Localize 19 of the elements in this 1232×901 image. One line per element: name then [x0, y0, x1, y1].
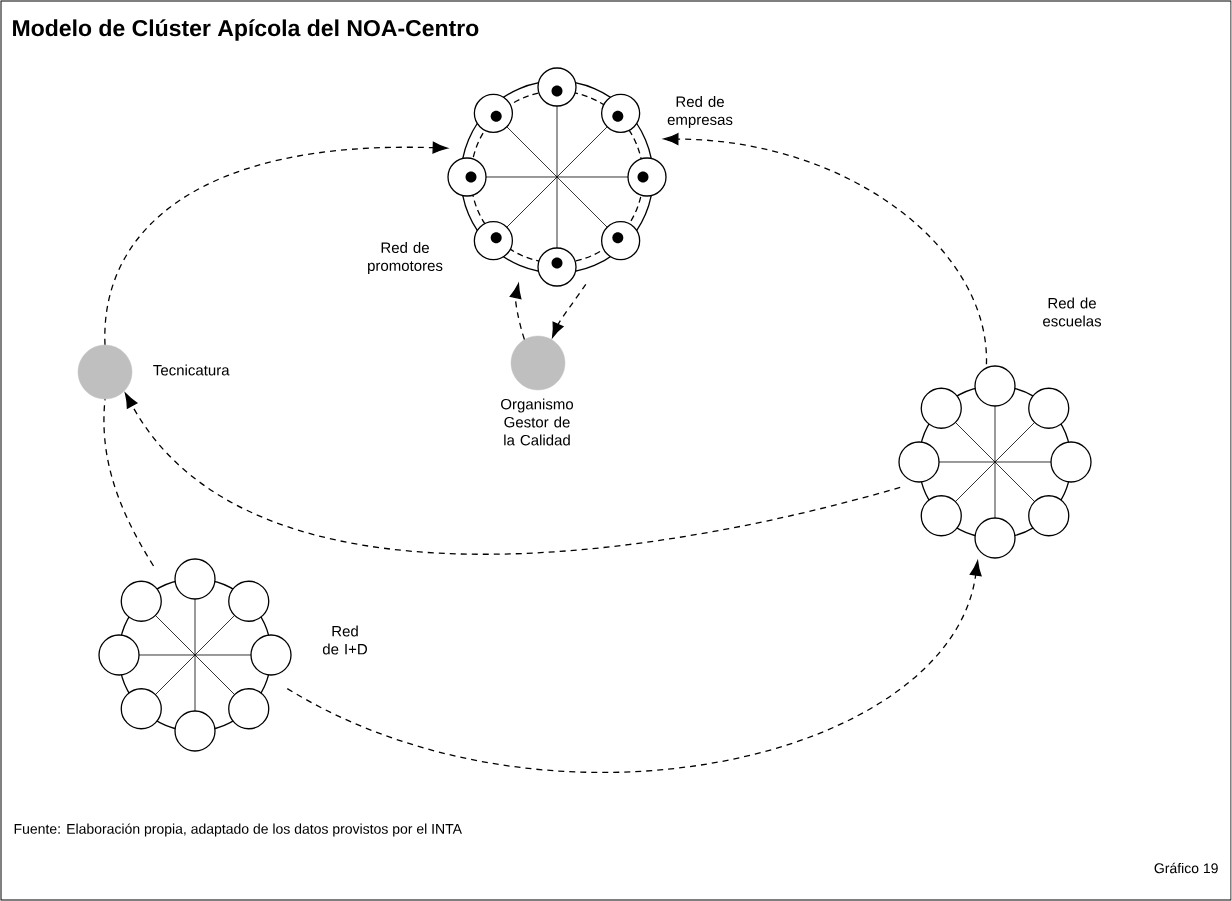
- note: Gráfico 19: [1154, 862, 1218, 874]
- node-label: Red de I+D: [322, 625, 367, 655]
- title: Modelo de Clúster Apícola del NOA-Centro: [13, 19, 479, 41]
- node-label: Red de empresas: [667, 96, 733, 128]
- arrow: [509, 283, 526, 341]
- node-label: Organismo Gestor de la Calidad: [501, 398, 574, 446]
- network-drawing: [98, 558, 292, 752]
- arrow: [104, 141, 448, 346]
- arrow: [124, 392, 901, 555]
- arrow: [663, 133, 988, 365]
- node-label: Red de escuelas: [1043, 297, 1102, 327]
- note: Fuente: Elaboración propia, adaptado de los datos provistos por el INTA: [14, 823, 462, 837]
- network-drawing: [898, 365, 1092, 559]
- node-label: Tecnicatura: [153, 364, 230, 376]
- network-drawing: [447, 67, 667, 287]
- circle-node: [510, 335, 566, 391]
- node-label: Red de promotores: [368, 242, 443, 274]
- circle-node: [77, 344, 133, 400]
- arrow: [552, 283, 587, 338]
